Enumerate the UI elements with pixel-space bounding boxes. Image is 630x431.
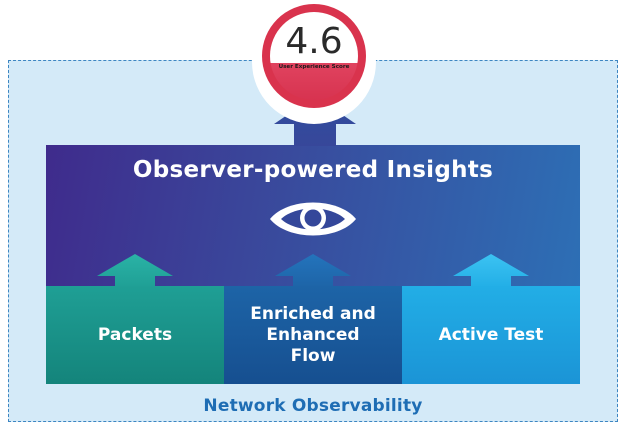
eye-icon: [270, 202, 356, 236]
source-packets-label: Packets: [97, 324, 173, 345]
score-caption: User Experience Score: [278, 64, 350, 70]
insights-title: Observer-powered Insights: [132, 157, 494, 183]
up-arrow-active-test: [453, 254, 529, 288]
up-arrow-flow: [275, 254, 351, 288]
score-value: 4.6: [285, 21, 343, 62]
source-packets: Packets: [46, 286, 224, 384]
network-observability-label: Network Observability: [203, 396, 423, 416]
source-active-test: Active Test: [402, 286, 580, 384]
score-badge-face: [270, 12, 358, 100]
source-active-test-label: Active Test: [438, 324, 544, 345]
up-arrow-packets: [97, 254, 173, 288]
source-enriched-flow: Enriched and Enhanced Flow: [224, 286, 402, 384]
source-enriched-flow-label: Enriched and Enhanced Flow: [250, 303, 376, 366]
